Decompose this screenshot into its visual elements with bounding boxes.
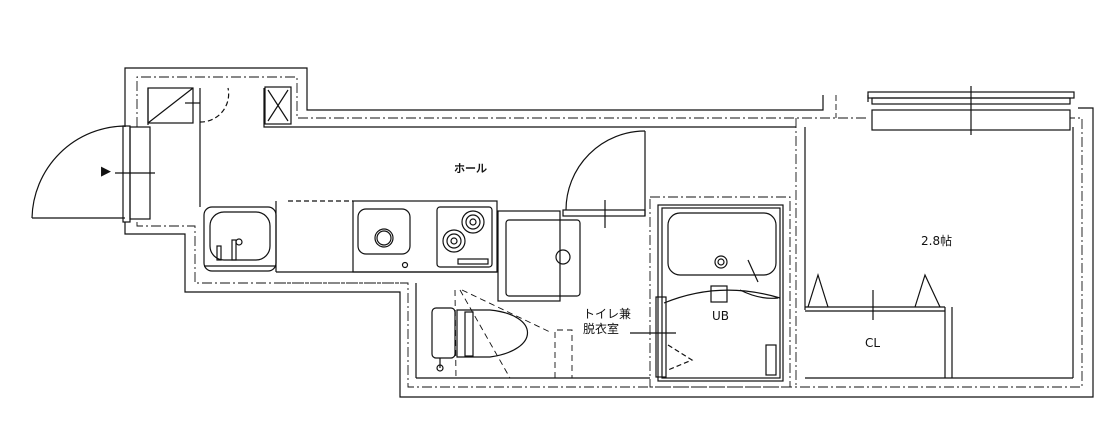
toilet <box>415 283 650 381</box>
window <box>867 86 1075 135</box>
room-label-unit-bath: UB <box>712 309 730 323</box>
entrance-door <box>31 125 155 223</box>
wash-basin <box>203 206 277 272</box>
room-label-toilet-line1: トイレ兼 <box>583 307 632 321</box>
washer-space <box>497 210 581 302</box>
entrance-arrow-icon: ▶ <box>101 164 111 179</box>
unit-bath <box>630 196 791 388</box>
closet <box>805 272 953 378</box>
room-label-toilet-line2: 脱衣室 <box>583 322 620 336</box>
kitchen-counter <box>275 200 498 284</box>
shoe-storage <box>147 87 230 124</box>
pipe-space <box>264 86 292 125</box>
room-label-closet: CL <box>865 336 881 350</box>
toilet-door <box>562 130 646 228</box>
room-label-main-room: 2.8帖 <box>921 234 953 248</box>
room-label-hall: ホール <box>454 162 487 175</box>
